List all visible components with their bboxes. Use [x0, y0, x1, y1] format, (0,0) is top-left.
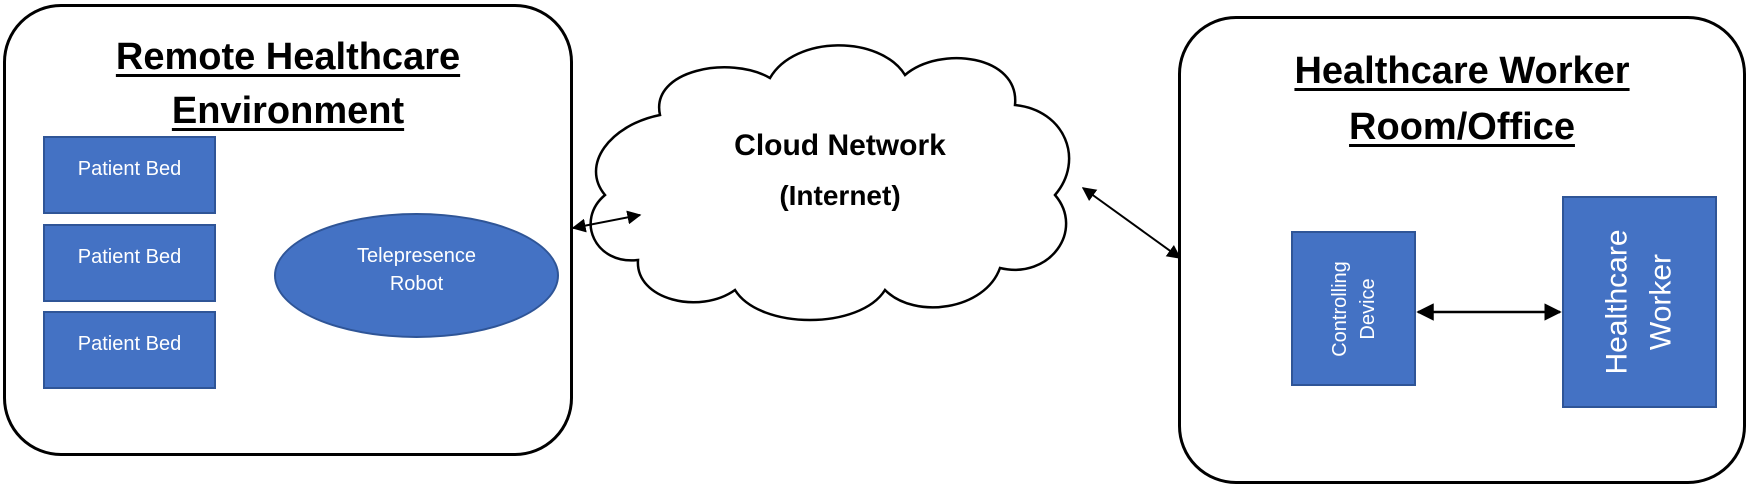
cloud-network-title: Cloud Network	[734, 129, 946, 162]
healthcare-worker-node: Healthcare Worker	[1562, 196, 1717, 408]
controlling-device-node: Controlling Device	[1291, 231, 1416, 386]
patient-bed-2: Patient Bed	[43, 224, 216, 302]
remote-environment-title-line2: Environment	[171, 90, 405, 132]
robot-label-line2: Robot	[389, 272, 444, 295]
worker-room-title-line2: Room/Office	[1349, 106, 1575, 148]
patient-bed-3: Patient Bed	[43, 311, 216, 389]
robot-cloud-link	[571, 210, 642, 233]
telepresence-robot-node: Telepresence Robot	[274, 213, 559, 338]
cloud-network-shape	[589, 44, 1071, 322]
cloud-network-subtitle: (Internet)	[779, 180, 901, 211]
remote-environment-title-line1: Remote Healthcare	[115, 36, 461, 78]
worker-room-title-line1: Healthcare Worker	[1294, 50, 1630, 92]
robot-label-line1: Telepresence	[357, 244, 476, 267]
patient-bed-1: Patient Bed	[43, 136, 216, 214]
cloud-room-link	[1081, 187, 1182, 259]
